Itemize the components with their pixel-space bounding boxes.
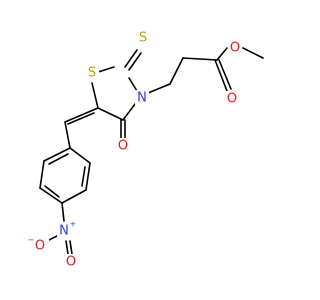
bond-Cester-Oether [216, 47, 228, 61]
molecular-structure-diagram: S S N O O O N + O − [27, 30, 264, 270]
atom-S-ring: S [85, 65, 99, 81]
bond-ar-inner-1 [81, 166, 86, 187]
atom-O-ether-label: O [230, 41, 240, 56]
bond-C2-S-thione [124, 49, 138, 68]
atom-O-keto: O [116, 138, 130, 154]
bond-Nnitro-O [65, 240, 69, 255]
bond-ar5 [39, 160, 45, 189]
bond-ar2 [85, 162, 91, 191]
atom-O-nitro-minus: O − [27, 236, 49, 254]
bond-C5-CH-second [67, 112, 95, 125]
bond-ar1 [69, 147, 91, 164]
atom-N-ring: N [135, 90, 149, 106]
bond-Oether-CH3 [242, 47, 264, 59]
bond-Cester-Ocarbonyl [214, 59, 228, 92]
bond-ar3 [61, 189, 87, 204]
bond-Nnitro-O-second [69, 240, 73, 255]
bond-ar4 [39, 187, 63, 204]
bond-C2-N3 [128, 77, 138, 92]
atom-O-ether: O [228, 40, 242, 56]
bond-C2-S-thione-second [128, 52, 142, 71]
atom-S-thione: S [136, 30, 150, 46]
bond-C4-C5 [97, 107, 124, 121]
bond-CH2b-Cester [182, 57, 218, 61]
atom-N-nitro: N + [57, 220, 79, 239]
bond-C-Nnitro [61, 202, 65, 222]
bond-N3-CH2a [147, 83, 171, 94]
bond-CH-aryl [64, 121, 71, 149]
atom-N-ring-label: N [137, 91, 147, 106]
bond-CH2a-CH2b [169, 57, 184, 85]
atom-O-nitro-minus-charge: − [28, 236, 35, 245]
atom-O-nitro-minus-label: O [35, 239, 45, 254]
atom-S-thione-label: S [139, 31, 147, 46]
atom-O-carbonyl: O [225, 91, 239, 107]
atom-O-carbonyl-label: O [227, 92, 237, 107]
atom-S-ring-label: S [88, 66, 96, 81]
atom-N-nitro-label: N [59, 224, 69, 239]
atom-O-nitro: O [64, 254, 78, 270]
bond-Cester-Ocarbonyl-second [218, 59, 232, 90]
bond-ar-inner-2 [44, 185, 60, 198]
atom-N-nitro-charge: + [70, 220, 77, 229]
atom-labels: S S N O O O N + O − [27, 30, 242, 270]
bond-N3-C4 [122, 103, 136, 121]
bond-C5-CH [64, 107, 99, 123]
atom-O-keto-label: O [118, 139, 128, 154]
bond-C5-S1 [91, 82, 99, 109]
bond-ar6 [43, 147, 71, 162]
atom-O-nitro-label: O [66, 255, 76, 270]
bond-ar-inner-3 [48, 153, 69, 165]
